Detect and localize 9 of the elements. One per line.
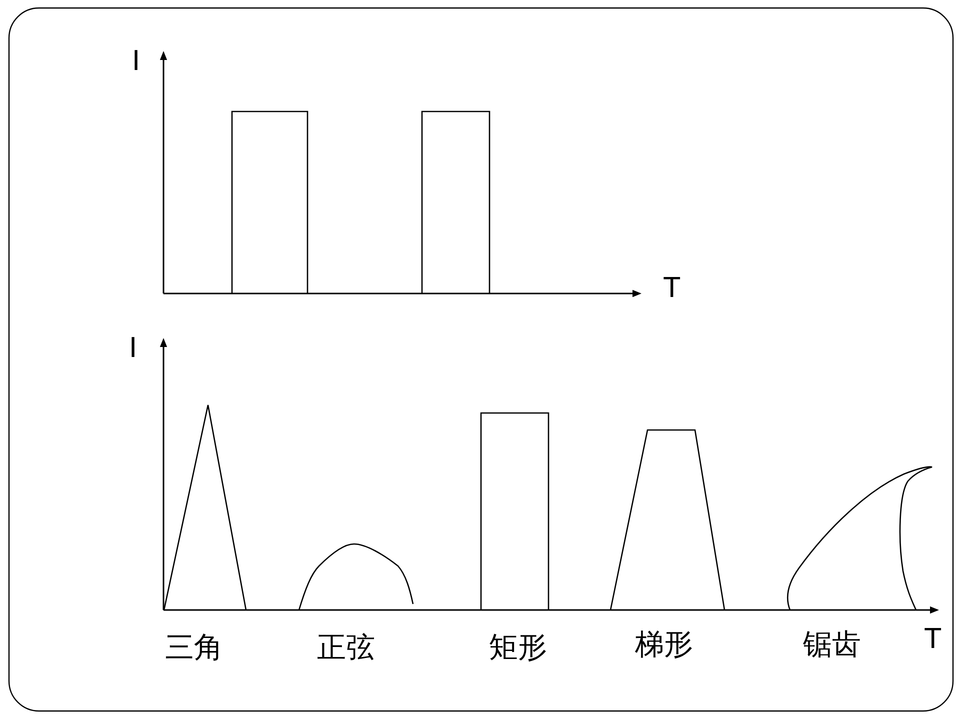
axis-label: I	[129, 334, 138, 363]
axis-label: T	[924, 625, 942, 654]
waveform-label: 正弦	[317, 633, 375, 662]
waveform-label: 矩形	[489, 633, 547, 662]
waveform-label: 梯形	[635, 630, 693, 659]
waveform-label: 锯齿	[803, 630, 861, 659]
axis-label: T	[663, 274, 681, 303]
waveform-label: 三角	[165, 633, 223, 662]
axis-label: I	[132, 47, 140, 76]
